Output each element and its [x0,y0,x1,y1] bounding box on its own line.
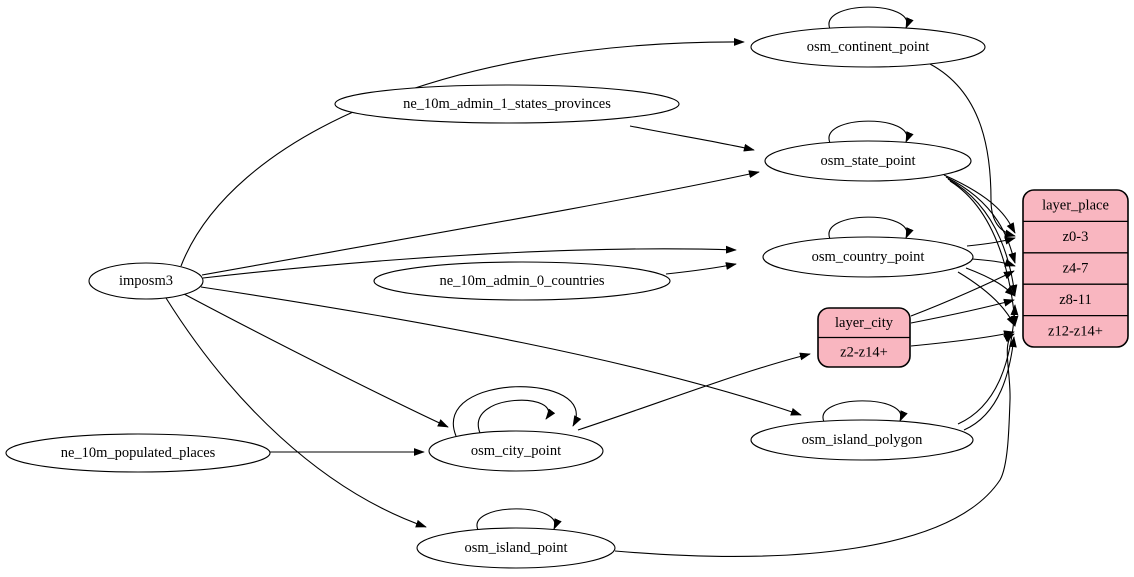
edge-osm_city_point--to--osm_city_point [452,386,582,437]
record-row-label-layer_city-layer_city: layer_city [835,315,894,331]
edge-osm_continent_point--to--layer_place:z0-3 [929,63,1016,238]
edge-imposm3--to--osm_country_point [202,245,737,279]
node-osm_island_polygon: osm_island_polygon [750,419,974,461]
node-shape-osm_island_polygon [750,419,974,461]
node-shape-osm_continent_point [750,26,986,68]
record-row-label-layer_place-z0-3: z0-3 [1063,229,1089,245]
edge-osm_island_polygon--to--layer_place:z12-z14+ [963,336,1017,431]
edge-osm_state_point--to--layer_place:z0-3 [943,174,1016,234]
record-row-label-layer_city-z2-z14+: z2-z14+ [840,344,888,360]
edge-osm_continent_point--to--osm_continent_point [828,6,914,30]
node-ne_10m_admin_0_countries: ne_10m_admin_0_countries [373,261,671,301]
node-label-ne_10m_admin_0_countries: ne_10m_admin_0_countries [439,273,604,289]
node-ne_10m_populated_places: ne_10m_populated_places [5,433,271,473]
edge-osm_island_polygon--to--osm_island_polygon [822,400,908,423]
node-shape-ne_10m_admin_0_countries [373,261,671,301]
node-label-ne_10m_populated_places: ne_10m_populated_places [61,445,216,461]
edge-osm_island_point--to--osm_island_point [476,508,562,531]
node-shape-osm_city_point [428,430,604,472]
edge-ne_10m_admin_0_countries--to--osm_country_point [665,262,737,275]
node-osm_country_point: osm_country_point [762,236,974,278]
node-layer_place: layer_place z0-3 z4-7 z8-11 z12-z14+ [1022,189,1129,348]
node-shape-osm_country_point [762,236,974,278]
node-osm_city_point: osm_city_point [428,430,604,472]
node-shape-imposm3 [88,262,204,300]
edge-osm_island_polygon--to--layer_place:z8-11 [957,304,1019,425]
edge-osm_state_point--to--osm_state_point [828,120,914,144]
edge-osm_state_point--to--layer_place:z4-7 [945,176,1016,264]
edges-layer [165,6,1019,557]
record-shape-layer_place [1022,189,1129,348]
edge-osm_island_point--to--layer_place:z12-z14+ [614,333,1015,557]
node-label-imposm3: imposm3 [119,273,173,289]
node-label-osm_continent_point: osm_continent_point [807,39,929,55]
record-row-label-layer_place-z8-11: z8-11 [1059,292,1091,308]
edge-layer_city--to--layer_place:z4-7 [910,270,1015,317]
record-row-label-layer_place-z12-z14+: z12-z14+ [1048,323,1103,339]
node-shape-ne_10m_populated_places [5,433,271,473]
edge-layer_city--to--layer_place:z8-11 [910,298,1015,324]
node-osm_island_point: osm_island_point [416,527,616,569]
node-osm_state_point: osm_state_point [764,140,972,182]
edge-imposm3--to--osm_city_point [183,293,449,428]
node-ne_10m_admin_1_states_provinces: ne_10m_admin_1_states_provinces [334,84,680,124]
edge-imposm3--to--osm_island_point [165,297,427,528]
node-shape-ne_10m_admin_1_states_provinces [334,84,680,124]
edge-osm_country_point--to--layer_place:z8-11 [965,267,1016,297]
node-shape-osm_state_point [764,140,972,182]
node-label-osm_country_point: osm_country_point [812,249,925,265]
record-row-label-layer_place-z4-7: z4-7 [1063,261,1089,277]
node-shape-osm_island_point [416,527,616,569]
node-label-osm_city_point: osm_city_point [471,443,561,459]
node-layer_city: layer_city z2-z14+ [817,307,911,368]
node-label-osm_state_point: osm_state_point [820,153,915,169]
edge-osm_city_point--to--osm_city_point [477,399,556,434]
record-row-label-layer_place-layer_place: layer_place [1042,198,1109,214]
edge-osm_country_point--to--layer_place:z0-3 [966,236,1016,247]
node-label-osm_island_polygon: osm_island_polygon [802,432,924,448]
node-osm_continent_point: osm_continent_point [750,26,986,68]
node-label-osm_island_point: osm_island_point [464,540,567,556]
edge-osm_country_point--to--layer_place:z4-7 [971,258,1016,267]
edge-imposm3--to--osm_state_point [201,170,760,276]
node-label-ne_10m_admin_1_states_provinces: ne_10m_admin_1_states_provinces [403,96,611,112]
edge-osm_city_point--to--layer_city:z2-z14+ [577,352,811,431]
node-imposm3: imposm3 [88,262,204,300]
edge-imposm3--to--osm_island_polygon [200,286,802,416]
edge-osm_country_point--to--osm_country_point [828,216,914,240]
edge-ne_10m_admin_1_states_provinces--to--osm_state_point [629,125,755,152]
